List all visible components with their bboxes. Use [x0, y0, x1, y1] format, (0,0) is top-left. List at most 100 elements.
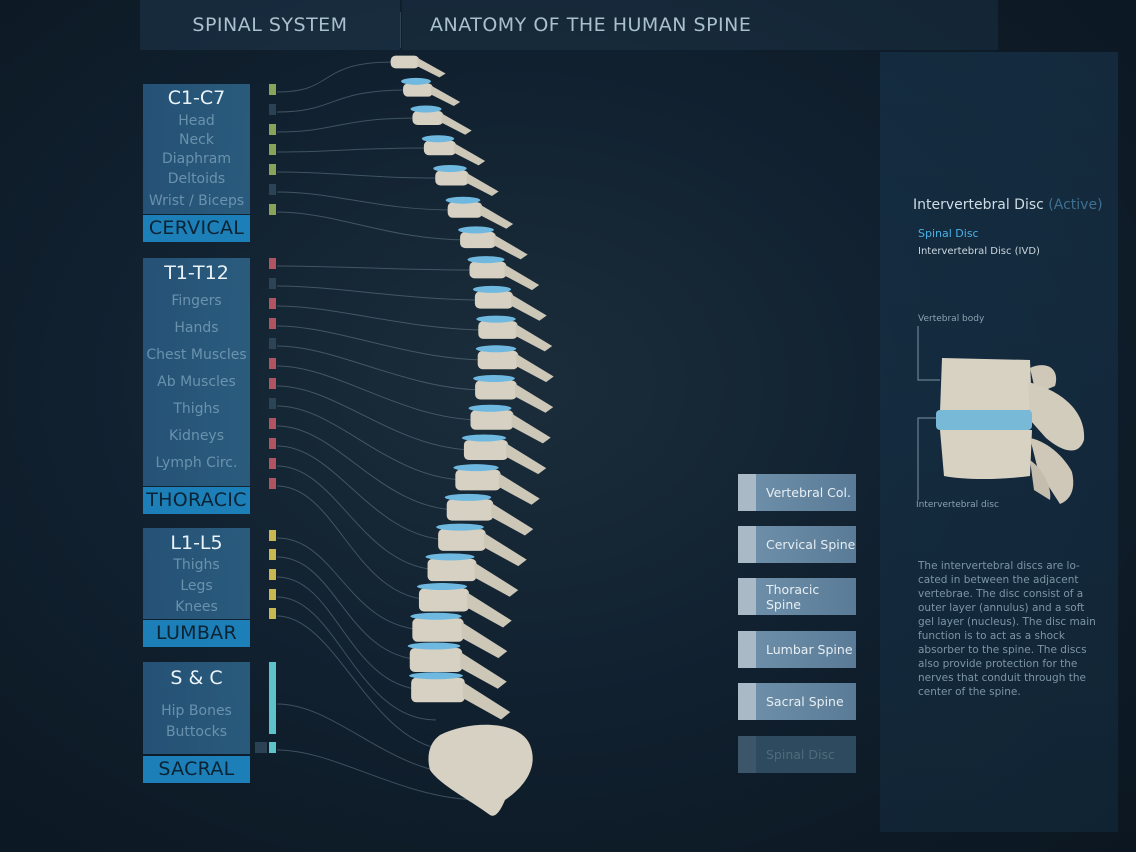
connector-line [276, 171, 443, 179]
intervertebral-disc [476, 315, 516, 323]
nav-button-vertebral-col[interactable]: Vertebral Col. [738, 474, 856, 511]
intervertebral-disc [421, 135, 455, 143]
connector-line [276, 615, 453, 751]
vertebra [463, 439, 509, 461]
vertebra [403, 83, 433, 97]
spinous-process [516, 353, 554, 383]
connector-line [276, 749, 483, 801]
spinous-process [417, 57, 446, 78]
connector-line [276, 325, 489, 361]
vertebra-marker [269, 458, 276, 469]
vertebra-marker [269, 478, 276, 489]
region-card-cervical[interactable]: C1-C7 Head Neck Diaphram Deltoids Wrist … [143, 84, 250, 214]
connector-line [276, 305, 489, 331]
panel-title: Intervertebral Disc (Active) [913, 197, 1103, 213]
intervertebral-disc [410, 105, 442, 113]
header-left: SPINAL SYSTEM [140, 0, 400, 50]
spinous-process [430, 85, 461, 107]
intervertebral-disc [473, 375, 515, 383]
vertebra [470, 410, 514, 430]
panel-description: The intervertebral discs are lo-cated in… [918, 560, 1096, 698]
intervertebral-disc [445, 196, 481, 204]
sacrum [428, 724, 533, 816]
vertebra-marker [269, 124, 276, 135]
nav-button-cervical-spine[interactable]: Cervical Spine [738, 526, 856, 563]
vertebra-marker [269, 589, 276, 600]
region-item: Knees [175, 599, 218, 615]
connector-line [276, 265, 479, 271]
page-title: ANATOMY OF THE HUMAN SPINE [430, 14, 752, 36]
nav-button-sacral-spine[interactable]: Sacral Spine [738, 683, 856, 720]
region-label-sacral[interactable]: SACRAL [143, 756, 250, 783]
region-card-lumbar[interactable]: L1-L5 Thighs Legs Knees [143, 528, 250, 619]
region-label-cervical[interactable]: CERVICAL [143, 215, 250, 242]
region-item: Hands [174, 320, 219, 336]
intervertebral-disc [472, 285, 512, 293]
vertebra [455, 469, 501, 491]
region-card-sacral[interactable]: S & C Hip Bones Buttocks [143, 662, 250, 754]
region-range: T1-T12 [164, 262, 229, 284]
intervertebral-disc [468, 404, 512, 412]
vertebra [474, 291, 514, 309]
intervertebral-disc [407, 642, 461, 650]
connector-line [276, 385, 477, 451]
spinous-process [511, 294, 547, 321]
vertebra-marker [269, 358, 276, 369]
region-item: Kidneys [168, 428, 225, 444]
vertebra-marker [269, 318, 276, 329]
intervertebral-disc [444, 493, 492, 501]
vertebra-marker [269, 378, 276, 389]
connector-line [276, 365, 483, 421]
connector-line [276, 556, 427, 661]
vertebra-marker [269, 608, 276, 619]
intervertebral-disc [453, 464, 499, 472]
region-label-thoracic[interactable]: THORACIC [143, 487, 250, 514]
spinous-process [480, 204, 514, 229]
intervertebral-disc [401, 77, 431, 85]
nav-button-lumbar-spine[interactable]: Lumbar Spine [738, 631, 856, 668]
vertebra-marker [269, 398, 276, 409]
spinous-process [483, 532, 527, 567]
region-range: S & C [170, 667, 223, 689]
vertebra [390, 55, 420, 69]
connector-line [276, 596, 437, 721]
connector-line [276, 465, 443, 571]
vertebra [418, 588, 470, 612]
vertebra-marker [269, 278, 276, 289]
intervertebral-disc [416, 583, 468, 591]
region-item: Neck [179, 132, 214, 148]
vertebra [427, 558, 477, 582]
panel-subtitle: Spinal Disc [918, 227, 979, 240]
vertebra [446, 499, 494, 521]
vertebra [477, 350, 519, 370]
vertebra-marker [269, 662, 276, 734]
vertebra-marker [269, 204, 276, 215]
connector-line [276, 89, 409, 113]
vertebra [409, 648, 463, 672]
spinous-process [454, 143, 486, 166]
vertebra-marker [269, 418, 276, 429]
vertebra-marker [269, 144, 276, 155]
intervertebral-disc [436, 523, 484, 531]
connector-line [276, 537, 429, 631]
nav-button-spinal-disc[interactable]: Spinal Disc [738, 736, 856, 773]
connector-line [276, 61, 396, 93]
vertebra-marker [269, 338, 276, 349]
region-label-lumbar[interactable]: LUMBAR [143, 620, 250, 647]
vertebra-marker [269, 164, 276, 175]
nav-button-thoracic-spine[interactable]: Thoracic Spine [738, 578, 856, 615]
region-item: Thighs [173, 401, 220, 417]
region-item: Hip Bones [161, 703, 232, 719]
vertebra-marker [269, 184, 276, 195]
connector-line [276, 576, 429, 691]
vertebra-marker [255, 742, 267, 753]
intervertebral-disc [425, 553, 475, 561]
spinous-process [441, 113, 472, 135]
region-card-thoracic[interactable]: T1-T12 Fingers Hands Chest Muscles Ab Mu… [143, 258, 250, 486]
intervertebral-disc [409, 672, 463, 680]
region-item: Diaphram [162, 151, 231, 167]
region-item: Wrist / Biceps [148, 193, 245, 209]
spinous-process [466, 172, 499, 197]
vertebra [411, 677, 465, 703]
